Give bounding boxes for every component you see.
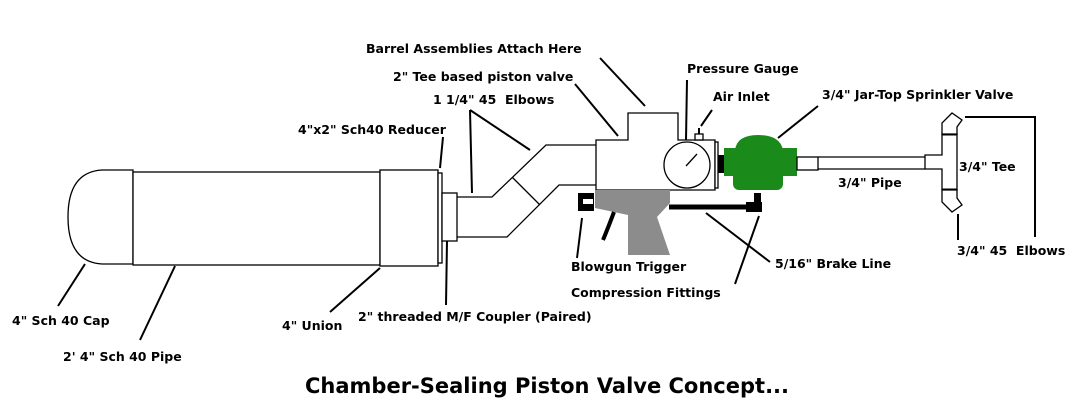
end-cap [67, 169, 134, 265]
label-union: 4" Union [282, 318, 342, 333]
blowgun-grip [595, 190, 670, 255]
main-pipe [132, 171, 381, 266]
label-pressure-gauge: Pressure Gauge [687, 61, 799, 76]
label-barrel-attach: Barrel Assemblies Attach Here [366, 41, 582, 56]
label-brake-line: 5/16" Brake Line [775, 256, 891, 271]
label-elbows-small: 3/4" 45 Elbows [957, 243, 1065, 258]
elbow-bottom [941, 189, 963, 213]
elbow-top [941, 112, 963, 135]
label-coupler: 2" threaded M/F Coupler (Paired) [358, 309, 592, 324]
label-sprinkler-valve: 3/4" Jar-Top Sprinkler Valve [822, 87, 1013, 102]
sprinkler-valve [724, 135, 797, 190]
three-quarter-tee [924, 133, 958, 191]
label-air-inlet: Air Inlet [713, 89, 770, 104]
valve-outlet [796, 156, 819, 171]
label-compression-fittings: Compression Fittings [571, 285, 721, 300]
brake-line-riser [754, 193, 761, 205]
label-main-pipe: 2' 4" Sch 40 Pipe [63, 349, 182, 364]
label-cap: 4" Sch 40 Cap [12, 313, 110, 328]
gauge-needle [685, 153, 698, 167]
leader-lines [57, 57, 1036, 341]
diagram-title: Chamber-Sealing Piston Valve Concept... [305, 374, 789, 398]
label-blowgun-trigger: Blowgun Trigger [571, 259, 687, 274]
elbow-pipe [457, 144, 596, 238]
valve-connector [718, 155, 724, 173]
air-inlet-fitting [694, 133, 704, 141]
trigger [601, 211, 616, 241]
three-quarter-pipe [818, 156, 925, 170]
fitting-slot [583, 199, 593, 204]
label-elbows-large: 1 1/4" 45 Elbows [433, 92, 554, 107]
union [379, 169, 439, 267]
compression-fitting-right [746, 202, 762, 212]
label-pipe-small: 3/4" Pipe [838, 175, 902, 190]
label-reducer: 4"x2" Sch40 Reducer [298, 122, 447, 137]
label-tee-small: 3/4" Tee [959, 159, 1016, 174]
tee-end-plate [714, 141, 719, 189]
coupler [441, 192, 458, 242]
label-tee-valve: 2" Tee based piston valve [393, 69, 573, 84]
